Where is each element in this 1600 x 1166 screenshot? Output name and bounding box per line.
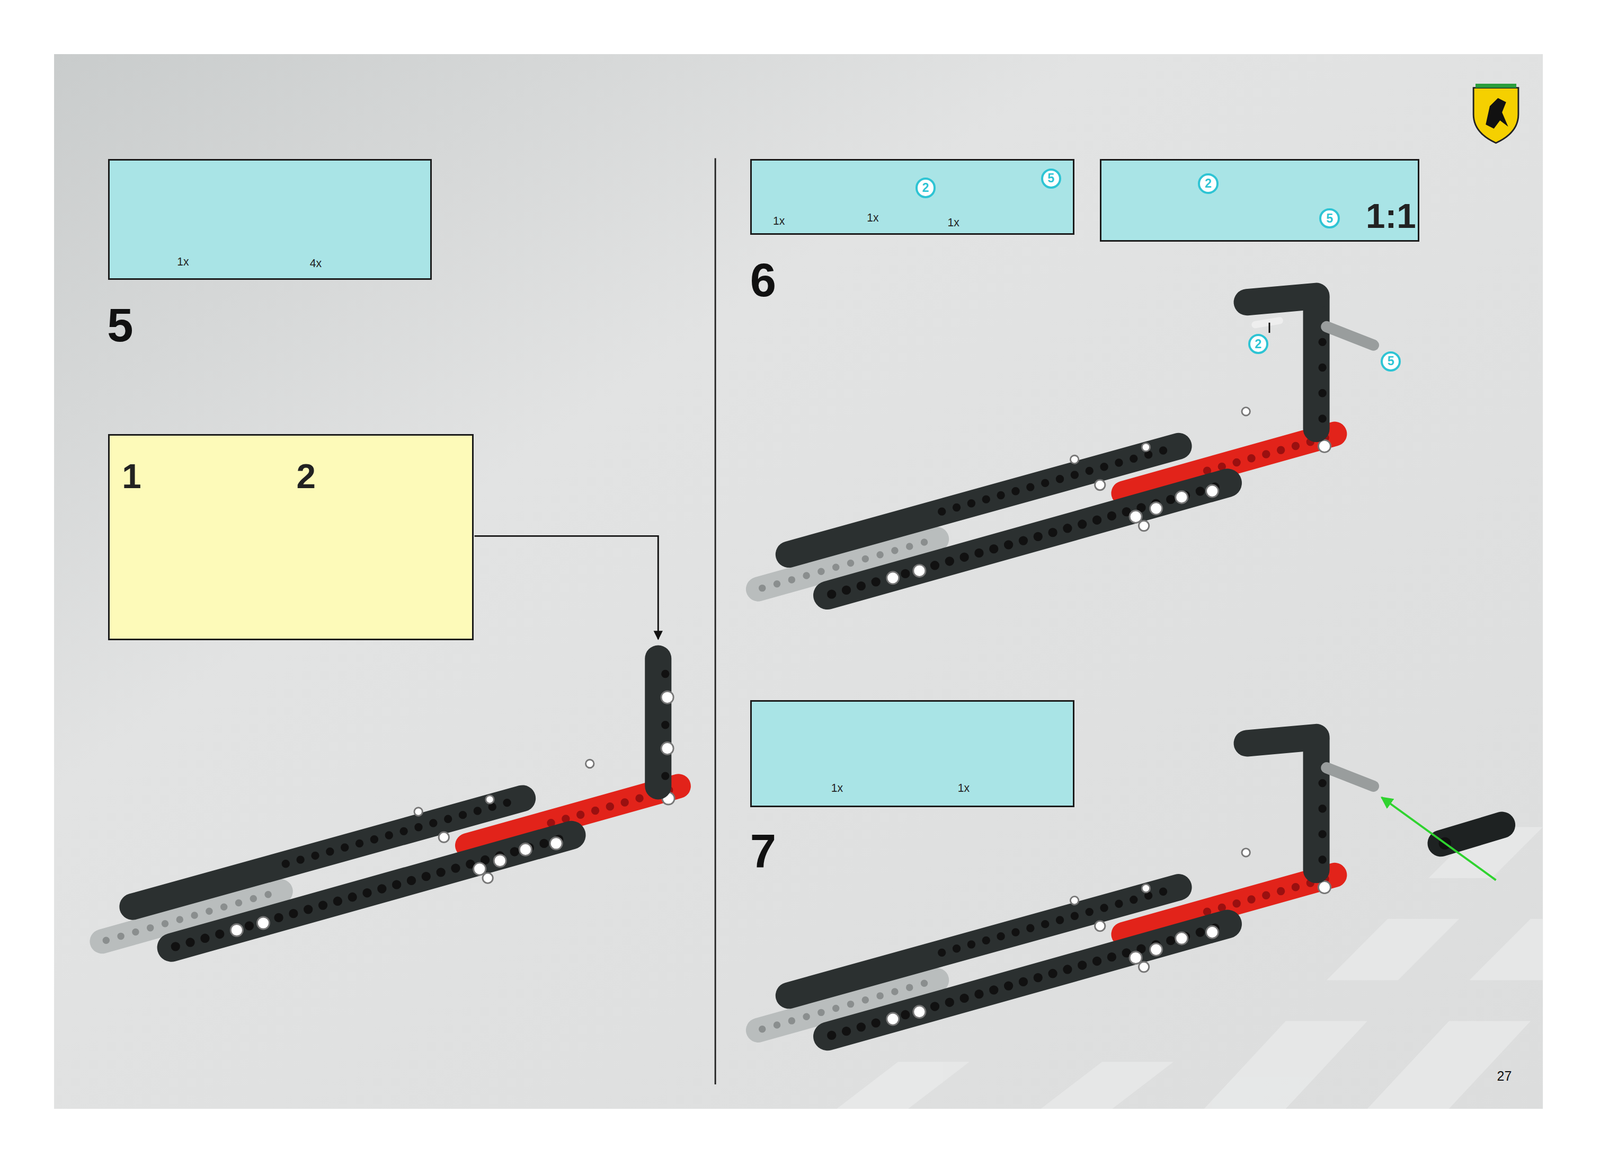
quantity-label: 1x: [772, 215, 785, 227]
quantity-label: 1x: [947, 216, 959, 228]
length-callout: 5: [1319, 208, 1340, 229]
callout-number: 5: [1326, 212, 1333, 225]
step-number: 2: [296, 458, 316, 494]
parts-box: 1x 1x 1x 2 5: [750, 158, 1075, 235]
sub-assembly-callout: 12: [108, 433, 474, 640]
quantity-label: 1x: [866, 211, 879, 224]
quantity-label: 4x: [309, 257, 322, 269]
parts-box: 1x 1x: [750, 699, 1075, 807]
scale-box: 1:1 2 5: [1099, 158, 1420, 242]
quantity-label: 1x: [957, 781, 970, 794]
step-number: 1:1: [1365, 198, 1417, 234]
callout-number: 2: [1254, 338, 1262, 351]
quantity-label: 1x: [176, 255, 189, 268]
page-number: 27: [1496, 1069, 1512, 1083]
parts-box: 1x 4x: [108, 158, 432, 280]
callout-number: 5: [1387, 354, 1395, 368]
callout-number: 2: [1204, 177, 1212, 190]
length-callout: 2: [1248, 333, 1269, 355]
length-callout: 5: [1041, 168, 1062, 190]
length-callout: 2: [1197, 173, 1219, 194]
step-number: 6: [750, 256, 777, 305]
length-callout: 2: [915, 177, 937, 199]
step-number: 1: [121, 458, 141, 494]
quantity-label: 1x: [831, 781, 843, 794]
step-number: 5: [107, 301, 133, 350]
callout-number: 2: [921, 181, 929, 194]
step-number: 7: [750, 827, 777, 875]
callout-number: 5: [1047, 172, 1055, 185]
